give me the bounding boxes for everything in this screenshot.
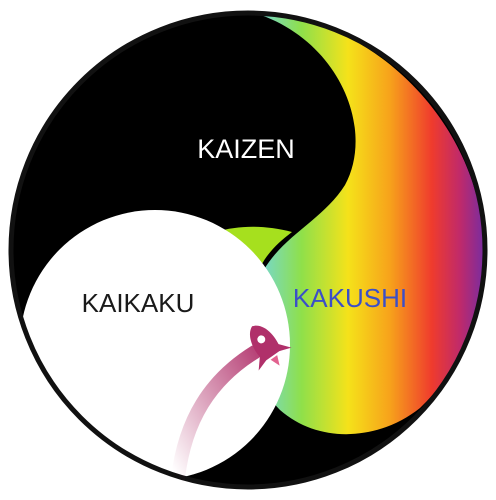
rocket-trail [171, 345, 262, 485]
rocket-icon [249, 325, 292, 371]
kaikaku-label: KAIKAKU [82, 288, 195, 318]
kaikaku-region [20, 210, 290, 480]
kakushi-rainbow-region [250, 13, 484, 435]
kakushi-label: KAKUSHI [293, 283, 407, 313]
kaizen-label: KAIZEN [197, 134, 295, 164]
outer-ring [8, 10, 488, 490]
